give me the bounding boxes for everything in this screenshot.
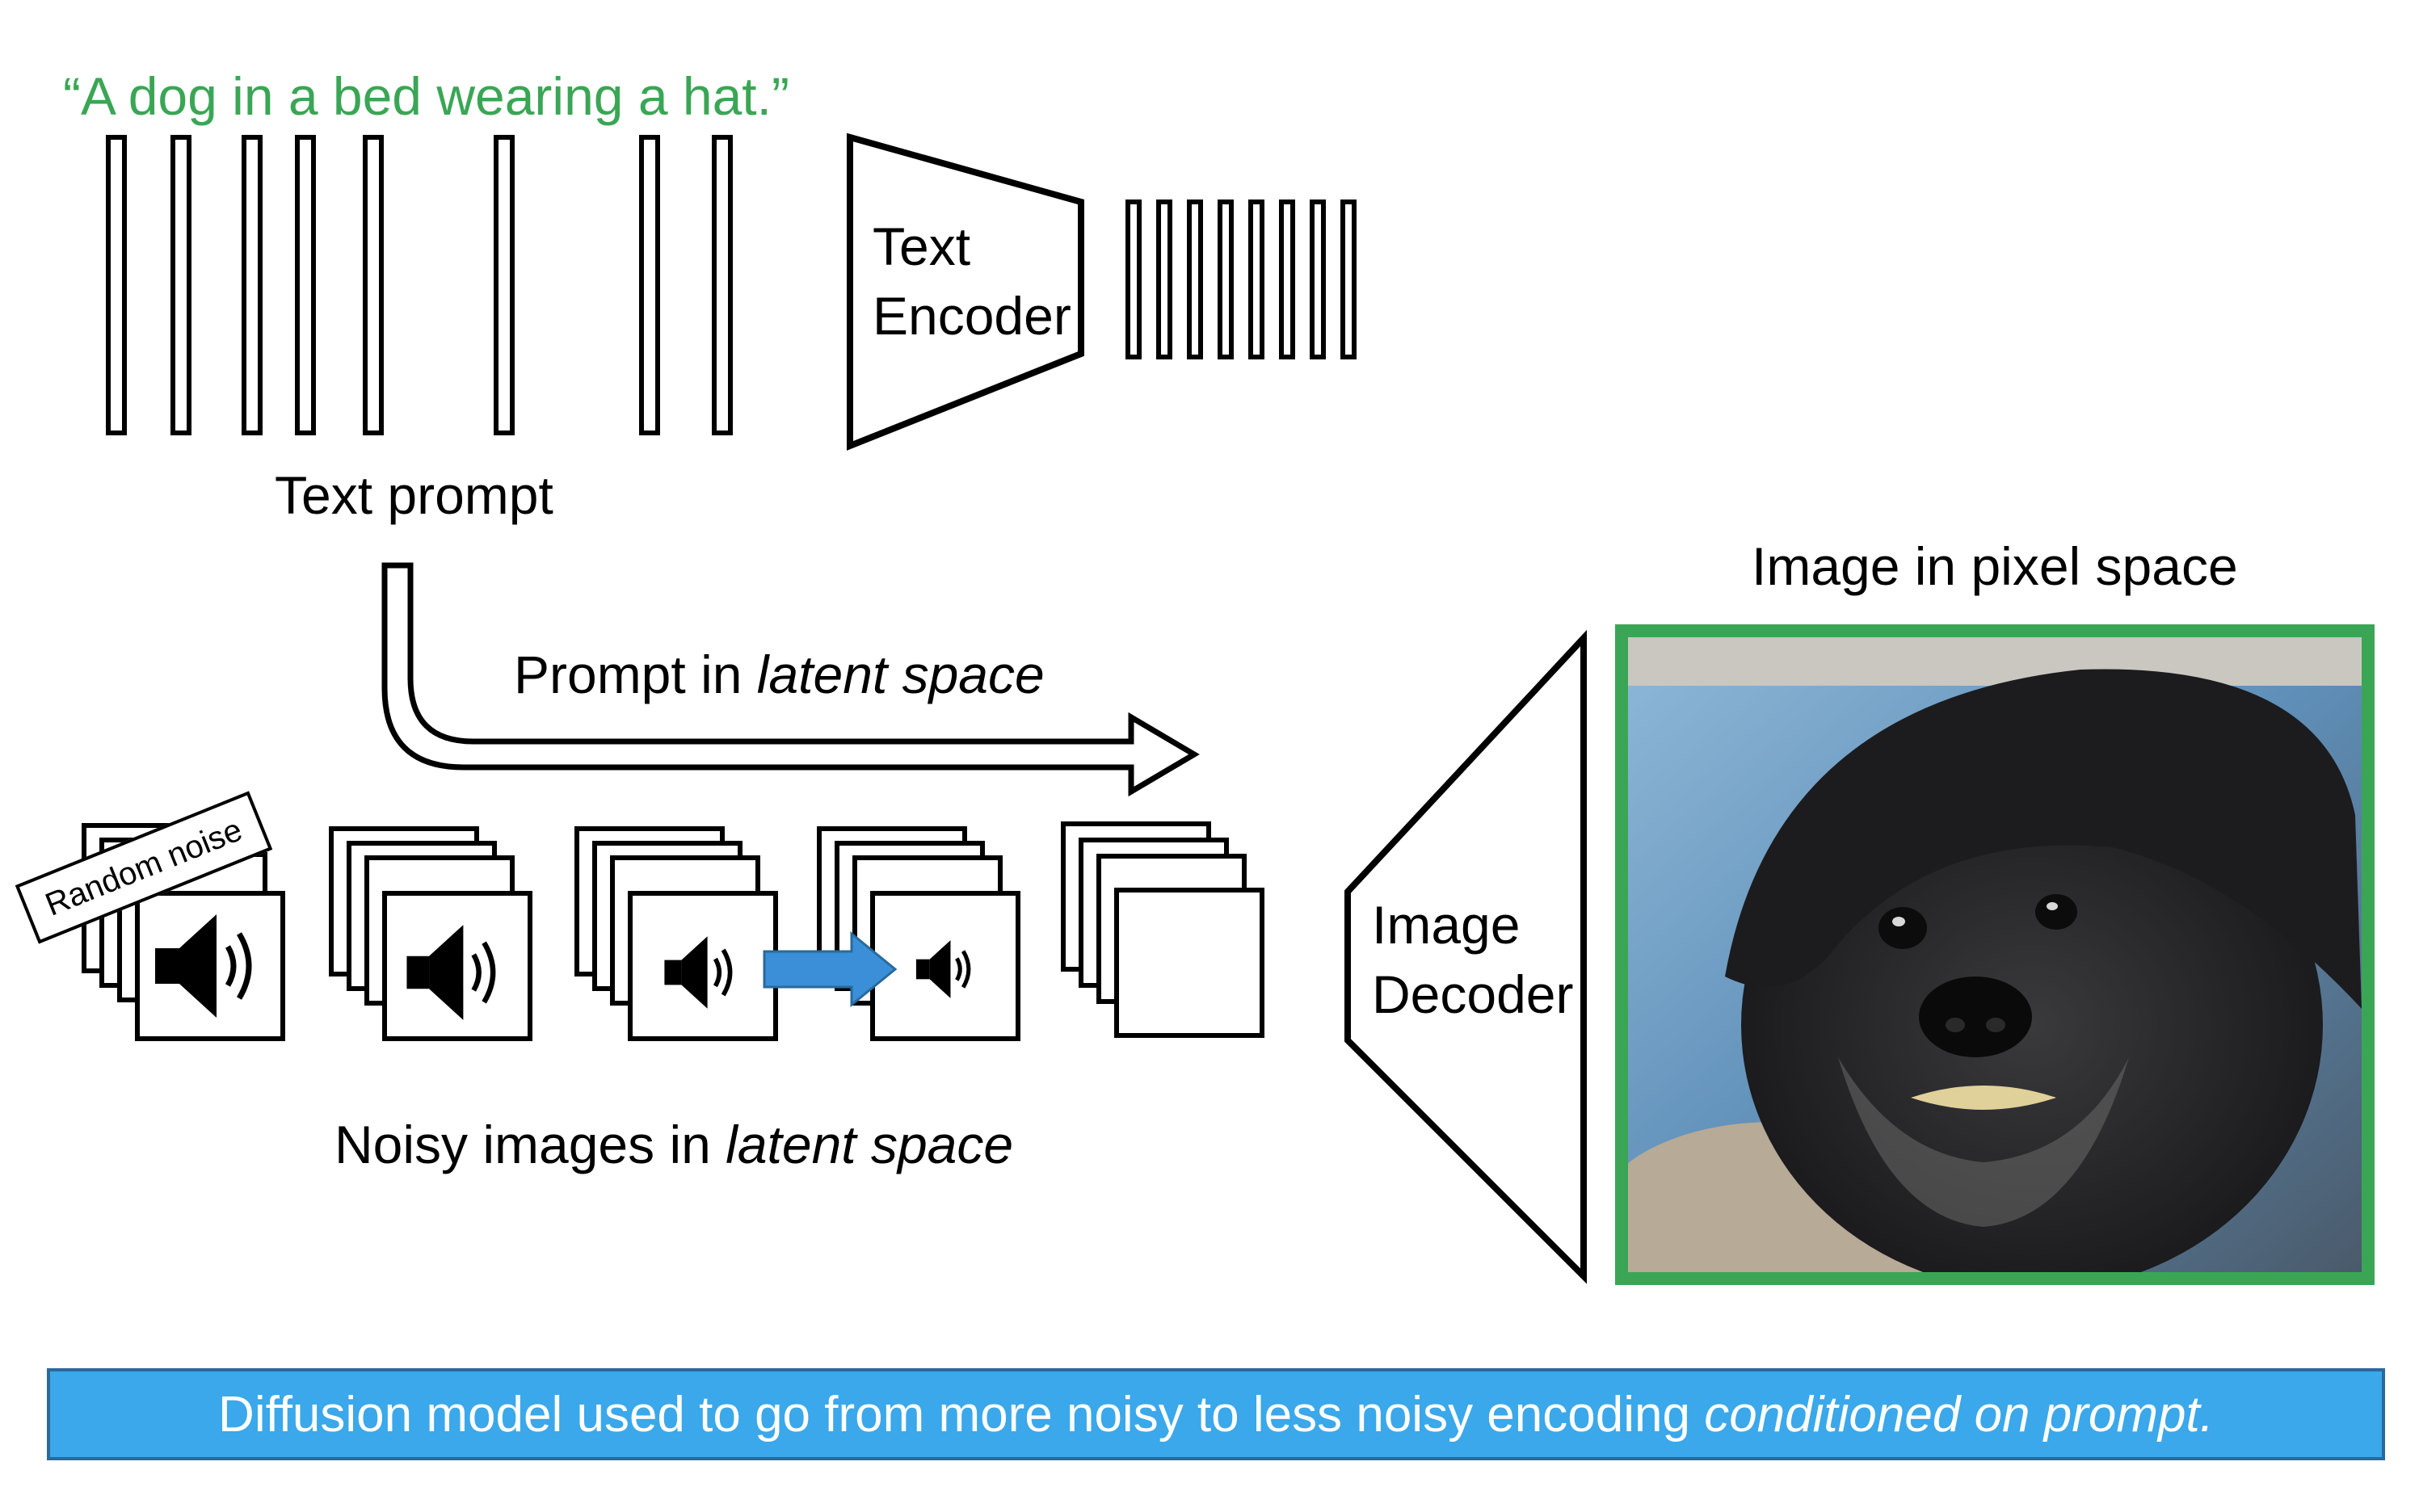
image-decoder-block: [1344, 629, 1587, 1284]
caption-banner: Diffusion model used to go from more noi…: [47, 1368, 2385, 1460]
prompt-flow-arrow: [381, 562, 1200, 797]
prompt-quote: “A dog in a bed wearing a hat.”: [63, 66, 789, 126]
caption-text: Diffusion model used to go from more noi…: [218, 1386, 2214, 1443]
text-encoder-block: [847, 132, 1084, 451]
prompt-latent-label: Prompt in latent space: [514, 645, 1045, 704]
noisy-stack-4: [817, 826, 1020, 1041]
image-decoder-line1: Image: [1372, 895, 1521, 955]
noisy-stack-2: [329, 826, 532, 1041]
right-arrow-icon: [763, 930, 898, 1008]
speaker-icon: [915, 940, 971, 998]
prompt-token-bars: [106, 135, 733, 435]
noisy-stack-5: [1061, 821, 1264, 1038]
generated-dog-image: [1615, 624, 2375, 1285]
text-encoder-line1: Text: [873, 216, 971, 276]
speaker-icon: [406, 925, 496, 1020]
speaker-icon: [155, 914, 252, 1018]
speaker-icon: [664, 936, 733, 1009]
noisy-latent-label: Noisy images in latent space: [334, 1115, 1014, 1174]
text-encoder-line2: Encoder: [873, 286, 1071, 346]
image-pixel-label: Image in pixel space: [1752, 536, 2238, 596]
text-prompt-label: Text prompt: [275, 465, 553, 525]
dog-illustration: [1628, 637, 2362, 1272]
noisy-stack-3: [574, 826, 778, 1041]
encoded-token-bars: [1125, 200, 1357, 359]
image-decoder-line2: Decoder: [1372, 964, 1574, 1024]
